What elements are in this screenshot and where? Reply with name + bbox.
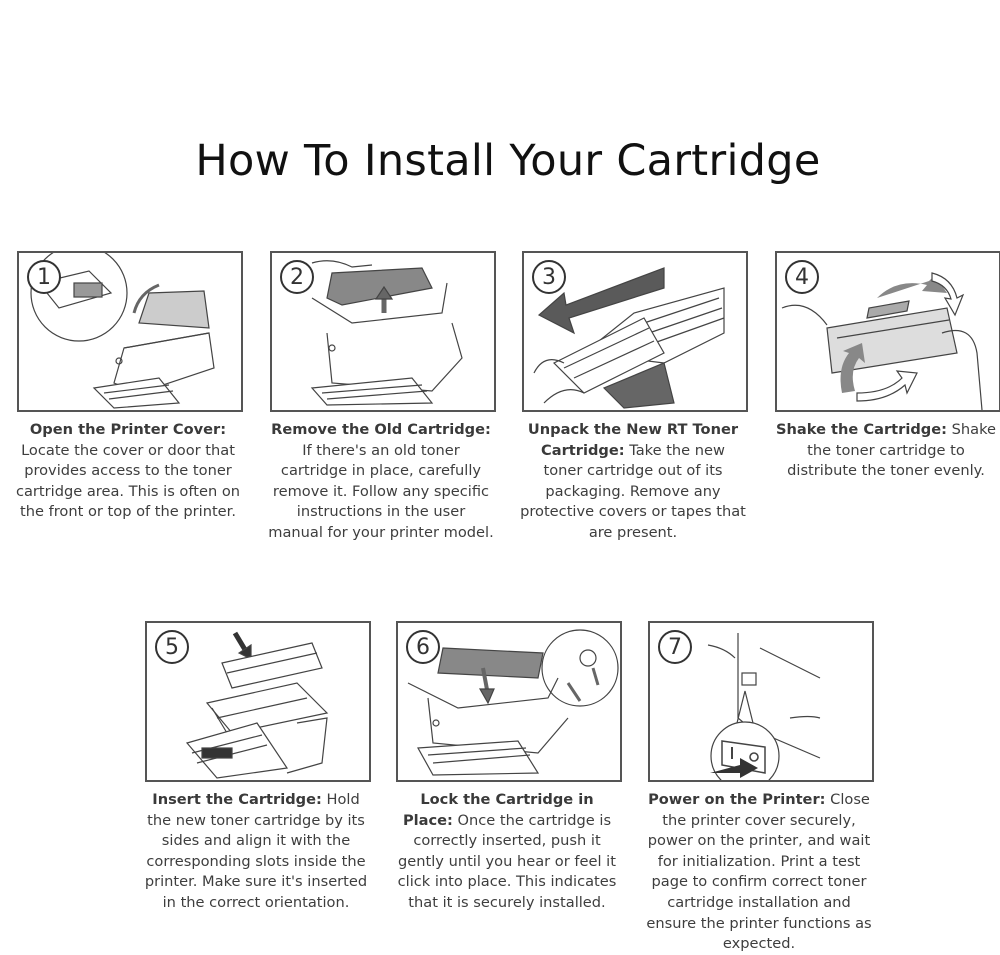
step-5: 5 Insert the Cartridge: Hold the new ton… [145,621,371,914]
step-3-illustration-panel: 3 [522,251,748,412]
step-heading: Unpack the New RT Toner Cartridge: [527,421,739,459]
unpack-cartridge-icon [533,267,725,409]
step-6-illustration-panel: 6 [396,621,622,782]
insert-cartridge-icon [185,631,329,779]
step-3: 3 Unpack the New RT Toner Cartridge: Tak… [520,251,748,544]
step-4: 4 Shake the Cartridge: Shake the toner c… [775,251,1000,482]
step-heading: Insert the Cartridge: [152,791,322,808]
step-number-badge: 4 [785,260,819,294]
step-caption: Power on the Printer: Close the printer … [646,790,872,955]
step-1-illustration-panel: 1 [17,251,243,412]
step-1: 1 Open the Printer Cover: Locate the cov… [15,251,243,523]
step-number-badge: 2 [280,260,314,294]
step-5-illustration-panel: 5 [145,621,371,782]
step-caption: Open the Printer Cover: Locate the cover… [15,420,241,523]
step-caption: Lock the Cartridge in Place: Once the ca… [394,790,620,914]
step-description: If there's an old toner cartridge in pla… [268,441,494,541]
step-caption: Unpack the New RT Toner Cartridge: Take … [520,420,746,544]
step-description: Take the new toner cartridge out of its … [520,441,746,541]
step-7: 7 Power on the Printer: Close the printe… [646,621,874,955]
step-number-badge: 3 [532,260,566,294]
step-heading: Lock the Cartridge in Place: [402,791,594,829]
step-caption: Remove the Old Cartridge: If there's an … [268,420,494,544]
step-2: 2 Remove the Old Cartridge: If there's a… [268,251,496,544]
lock-cartridge-icon [407,629,619,776]
power-switch-icon [707,633,821,780]
step-description: Once the cartridge is correctly inserted… [397,811,617,911]
step-number-badge: 7 [658,630,692,664]
step-description: Close the printer cover securely, power … [646,791,872,953]
step-number-badge: 1 [27,260,61,294]
step-2-illustration-panel: 2 [270,251,496,412]
step-4-illustration-panel: 4 [775,251,1000,412]
step-number-badge: 6 [406,630,440,664]
step-7-illustration-panel: 7 [648,621,874,782]
remove-cartridge-icon [310,260,463,406]
step-caption: Shake the Cartridge: Shake the toner car… [773,420,999,482]
step-description: Hold the new toner cartridge by its side… [144,791,368,911]
step-heading: Remove the Old Cartridge: [271,421,491,438]
step-heading: Power on the Printer: [648,791,826,808]
step-description: Shake the toner cartridge to distribute … [787,421,996,480]
step-heading: Open the Printer Cover: [29,421,227,438]
step-description: Locate the cover or door that provides a… [15,441,241,521]
step-heading: Shake the Cartridge: [776,421,947,438]
step-number-badge: 5 [155,630,189,664]
page-title: How To Install Your Cartridge [195,136,821,186]
shake-cartridge-icon [781,272,983,410]
step-6: 6 Lock the Cartridge in Place: Once the … [396,621,622,914]
step-caption: Insert the Cartridge: Hold the new toner… [143,790,369,914]
